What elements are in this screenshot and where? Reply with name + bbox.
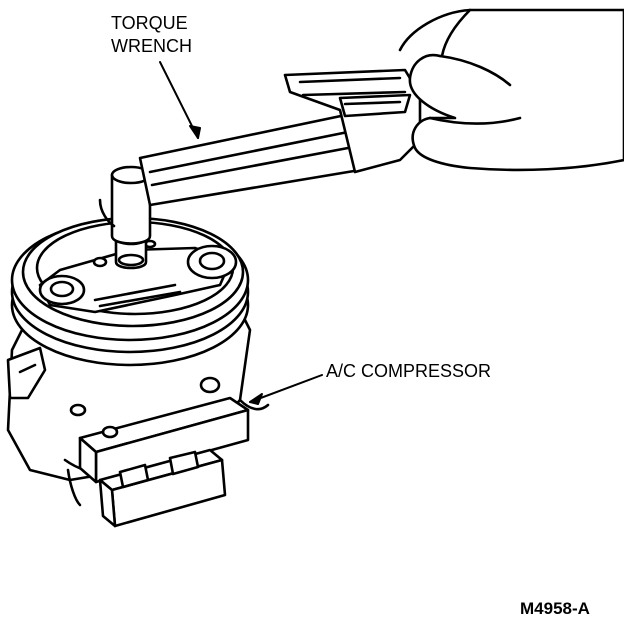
leader-lines — [159, 61, 323, 405]
figure-id: M4958-A — [520, 599, 590, 618]
holding-fixture — [38, 239, 238, 314]
ac-compressor-arrow — [249, 393, 263, 405]
torque-wrench-arrow — [189, 125, 201, 139]
torque-wrench — [138, 68, 422, 207]
electrical-connector — [78, 396, 250, 528]
torque-wrench-label-line1: TORQUE — [111, 13, 188, 33]
socket-extension — [98, 165, 152, 270]
ac-compressor-label: A/C COMPRESSOR — [326, 361, 492, 381]
hand — [398, 8, 624, 172]
ac-compressor-leader — [249, 374, 323, 403]
torque-wrench-label-line2: WRENCH — [111, 36, 192, 56]
